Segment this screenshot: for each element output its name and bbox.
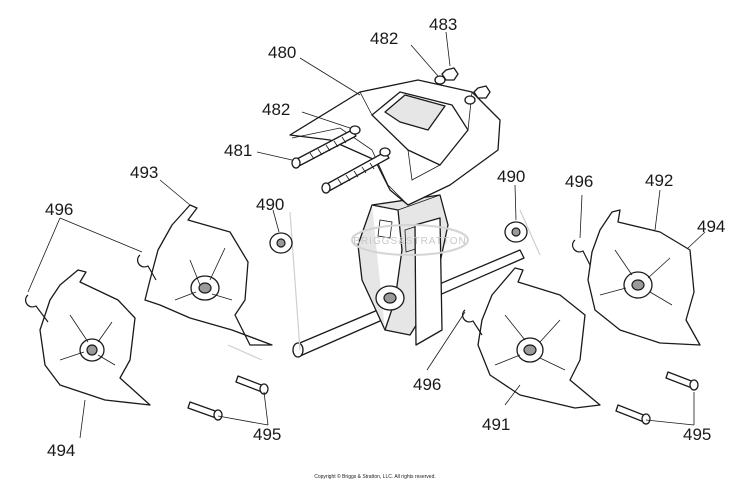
callout-490: 490 <box>497 167 525 186</box>
clevis-pins <box>187 371 699 425</box>
callout-482: 482 <box>262 100 290 119</box>
cover-bolts <box>291 129 390 194</box>
callout-490: 490 <box>256 195 284 214</box>
callout-495: 495 <box>253 425 281 444</box>
callout-481: 481 <box>224 141 252 160</box>
tine-494-left <box>39 269 151 406</box>
washers-and-nuts <box>349 67 491 157</box>
tine-493 <box>144 204 273 361</box>
callout-494: 494 <box>47 441 75 460</box>
callout-496: 496 <box>45 200 73 219</box>
spacer-washers <box>269 221 528 254</box>
copyright-notice: Copyright © Briggs & Stratton, LLC. All … <box>314 473 436 480</box>
callout-491: 491 <box>482 415 510 434</box>
watermark-text: BRIGGS&STRATTON <box>353 236 467 247</box>
callout-493: 493 <box>130 163 158 182</box>
gearbox-housing: BRIGGS&STRATTON <box>289 194 541 358</box>
tine-shield-cover <box>289 79 501 206</box>
callout-labels: 480 481 482 482 483 490 490 491 492 493 … <box>45 15 725 460</box>
callout-496: 496 <box>565 172 593 191</box>
leader-lines <box>27 31 706 439</box>
callout-492: 492 <box>645 171 673 190</box>
callout-495: 495 <box>683 425 711 444</box>
callout-483: 483 <box>429 15 457 34</box>
callout-480: 480 <box>268 43 296 62</box>
callout-496: 496 <box>413 375 441 394</box>
tine-491 <box>477 267 601 409</box>
callout-494: 494 <box>697 217 725 236</box>
tine-492 <box>587 209 701 346</box>
callout-482: 482 <box>370 29 398 48</box>
hairpin-clips <box>24 239 591 336</box>
